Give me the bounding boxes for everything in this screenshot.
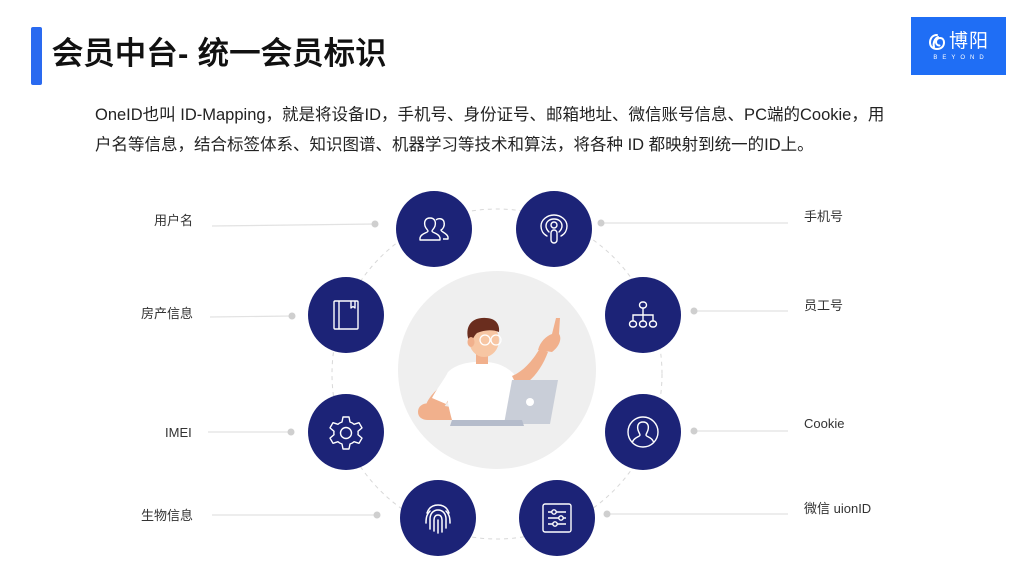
node-employee <box>605 277 681 353</box>
logo-subtitle: BEYOND <box>933 54 989 61</box>
connector-lines <box>208 222 788 516</box>
description-line-1: OneID也叫 ID-Mapping，就是将设备ID，手机号、身份证号、邮箱地址… <box>95 106 885 124</box>
users-icon <box>419 217 449 241</box>
node-wechat <box>519 480 595 556</box>
label-cookie: Cookie <box>804 416 845 431</box>
node-username <box>396 191 472 267</box>
gear-icon <box>329 416 363 450</box>
title-accent-bar <box>31 27 42 85</box>
label-employee: 员工号 <box>804 298 844 313</box>
node-cookie <box>605 394 681 470</box>
podcast-icon <box>540 214 568 244</box>
description: OneID也叫 ID-Mapping，就是将设备ID，手机号、身份证号、邮箱地址… <box>95 100 945 160</box>
sliders-icon <box>542 503 572 533</box>
description-line-2: 户名等信息，结合标签体系、知识图谱、机器学习等技术和算法，将各种 ID 都映射到… <box>95 136 814 154</box>
label-property: 房产信息 <box>141 306 194 321</box>
page-title: 会员中台- 统一会员标识 <box>52 36 387 71</box>
fingerprint-icon <box>425 504 451 534</box>
label-username: 用户名 <box>154 213 194 228</box>
brand-logo: 博阳 BEYOND <box>911 17 1006 75</box>
label-wechat: 微信 uionID <box>804 501 872 516</box>
node-imei <box>308 394 384 470</box>
node-biometric <box>400 480 476 556</box>
org-chart-icon <box>628 301 658 328</box>
label-imei: IMEI <box>165 425 192 440</box>
logo-name: 博阳 <box>948 30 989 52</box>
label-biometric: 生物信息 <box>141 508 194 523</box>
orbit-ring <box>331 208 663 540</box>
connector-dots <box>287 219 698 519</box>
node-phone <box>516 191 592 267</box>
logo-mark-icon <box>928 33 945 50</box>
person-with-laptop-illustration <box>418 317 561 426</box>
book-icon <box>333 300 359 330</box>
user-circle-icon <box>627 416 659 448</box>
label-phone: 手机号 <box>804 209 844 224</box>
node-property <box>308 277 384 353</box>
